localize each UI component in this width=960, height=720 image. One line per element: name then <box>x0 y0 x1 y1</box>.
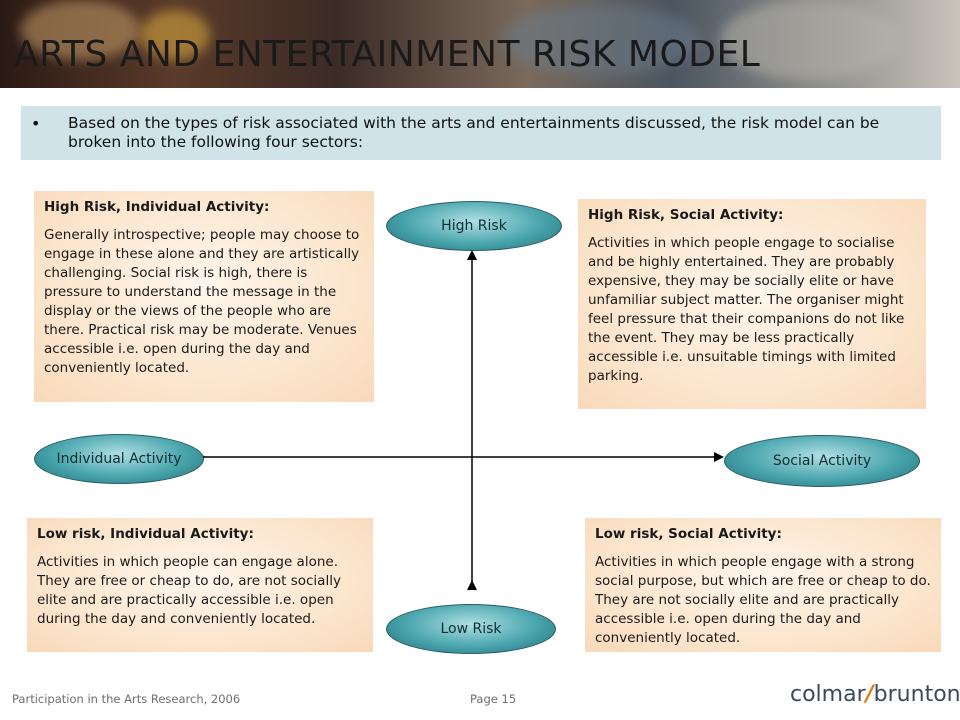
banner-light-spot <box>20 0 140 60</box>
footer-source: Participation in the Arts Research, 2006 <box>12 692 241 706</box>
bullet-icon: • <box>31 114 41 133</box>
social-activity-label: Social Activity <box>724 435 920 487</box>
individual-activity-label: Individual Activity <box>34 434 204 484</box>
quadrant-title: Low risk, Social Activity: <box>595 526 782 542</box>
quadrant-low-risk-social: Low risk, Social Activity: Activities in… <box>585 518 941 652</box>
intro-text: Based on the types of risk associated wi… <box>68 114 880 151</box>
quadrant-body: Generally introspective; people may choo… <box>44 227 360 376</box>
quadrant-body: Activities in which people can engage al… <box>37 554 341 627</box>
logo-text-right: brunton <box>873 682 960 707</box>
quadrant-low-risk-individual: Low risk, Individual Activity: Activitie… <box>27 518 373 652</box>
colmar-brunton-logo: colmar/brunton <box>790 682 960 707</box>
banner-light-spot <box>500 5 700 75</box>
banner-light-spot <box>140 10 210 60</box>
logo-text-left: colmar <box>790 682 866 707</box>
quadrant-title: High Risk, Individual Activity: <box>44 199 270 215</box>
quadrant-body: Activities in which people engage with a… <box>595 554 931 646</box>
logo-figure-icon: / <box>865 682 874 707</box>
quadrant-body: Activities in which people engage to soc… <box>588 235 905 384</box>
quadrant-high-risk-social: High Risk, Social Activity: Activities i… <box>578 199 926 409</box>
quadrant-title: High Risk, Social Activity: <box>588 207 784 223</box>
page-title: ARTS AND ENTERTAINMENT RISK MODEL <box>14 34 761 75</box>
quadrant-high-risk-individual: High Risk, Individual Activity: Generall… <box>34 191 374 402</box>
high-risk-label: High Risk <box>386 201 562 251</box>
page-number: Page 15 <box>470 692 517 706</box>
banner-light-spot <box>720 0 900 80</box>
intro-panel: • Based on the types of risk associated … <box>21 106 941 160</box>
quadrant-title: Low risk, Individual Activity: <box>37 526 254 542</box>
header-banner-photo <box>0 0 960 88</box>
low-risk-label: Low Risk <box>386 604 556 654</box>
